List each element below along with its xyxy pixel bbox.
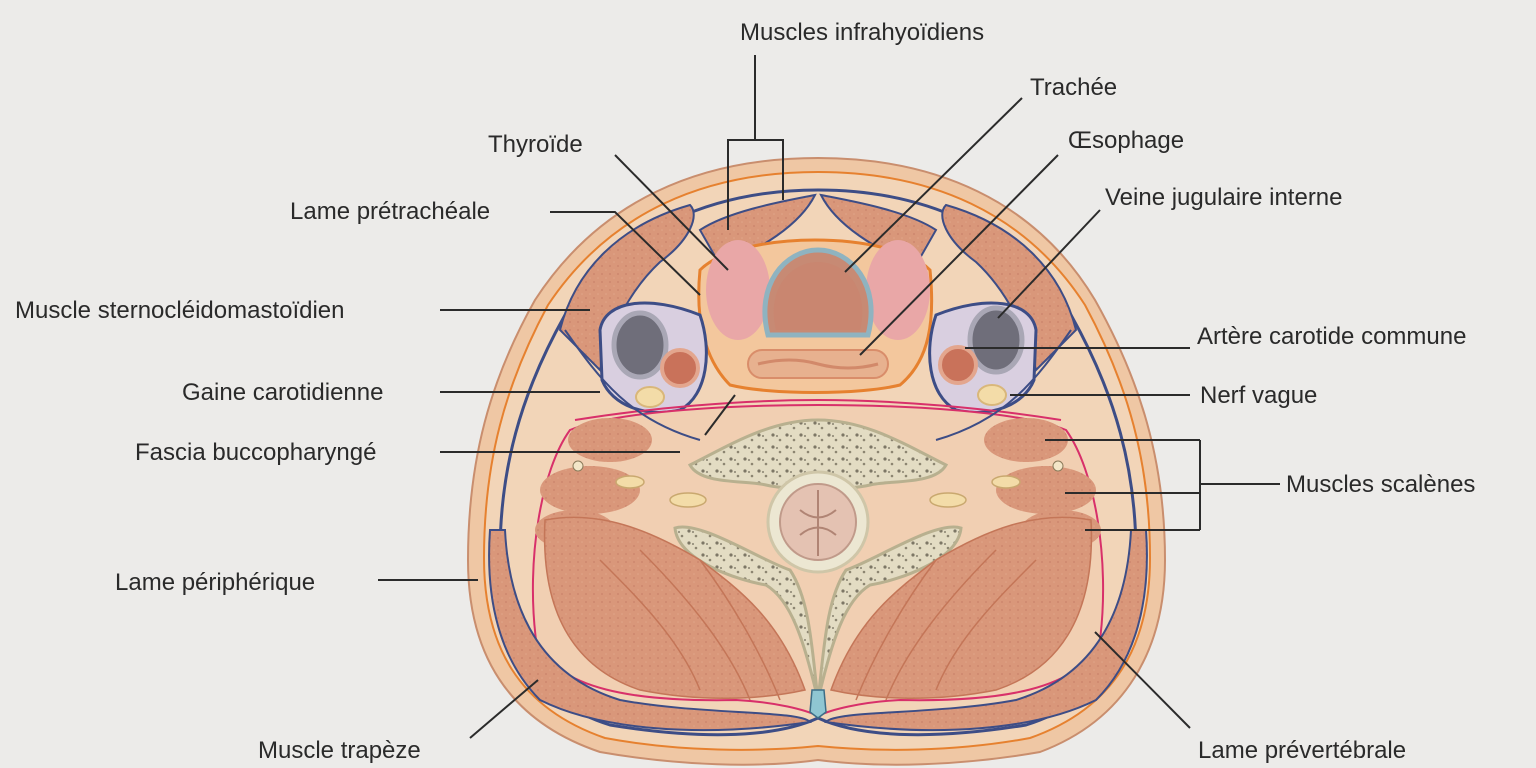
label-muscle-trapeze: Muscle trapèze	[258, 737, 421, 764]
label-nerf-vague: Nerf vague	[1200, 382, 1317, 409]
thyroid-left	[706, 240, 770, 340]
label-lame-peripherique: Lame périphérique	[115, 569, 315, 596]
spinal-nerve-right	[930, 493, 966, 507]
common-carotid-artery-right	[940, 347, 976, 383]
internal-jugular-vein-left	[614, 313, 666, 377]
label-gaine-carotidienne: Gaine carotidienne	[182, 379, 383, 406]
scalene-left-1	[568, 418, 652, 462]
nuchal-ligament	[810, 690, 826, 718]
vessel-small-left	[573, 461, 583, 471]
label-fascia-buccopharynge: Fascia buccopharyngé	[135, 439, 376, 466]
label-lame-prevertebrale: Lame prévertébrale	[1198, 737, 1406, 764]
label-thyroide: Thyroïde	[488, 131, 583, 158]
vagus-nerve-right	[978, 385, 1006, 405]
label-muscles-scalenes: Muscles scalènes	[1286, 471, 1475, 498]
nerve-small-right	[992, 476, 1020, 488]
vagus-nerve-left	[636, 387, 664, 407]
common-carotid-artery-left	[662, 350, 698, 386]
label-lame-pretracheale: Lame prétrachéale	[290, 198, 490, 225]
carotid-sheath-left	[600, 303, 706, 412]
label-artere-carotide-commune: Artère carotide commune	[1197, 323, 1466, 350]
label-muscle-scm: Muscle sternocléidomastoïdien	[15, 297, 345, 324]
thyroid-right	[866, 240, 930, 340]
label-oesophage: Œsophage	[1068, 127, 1184, 154]
label-muscles-infrahyoidiens: Muscles infrahyoïdiens	[740, 19, 984, 46]
nerve-small-left	[616, 476, 644, 488]
label-veine-jugulaire-interne: Veine jugulaire interne	[1105, 184, 1343, 211]
label-trachee: Trachée	[1030, 74, 1117, 101]
vessel-small-right	[1053, 461, 1063, 471]
scalene-right-2	[996, 466, 1096, 514]
scalene-left-2	[540, 466, 640, 514]
spinal-nerve-left	[670, 493, 706, 507]
